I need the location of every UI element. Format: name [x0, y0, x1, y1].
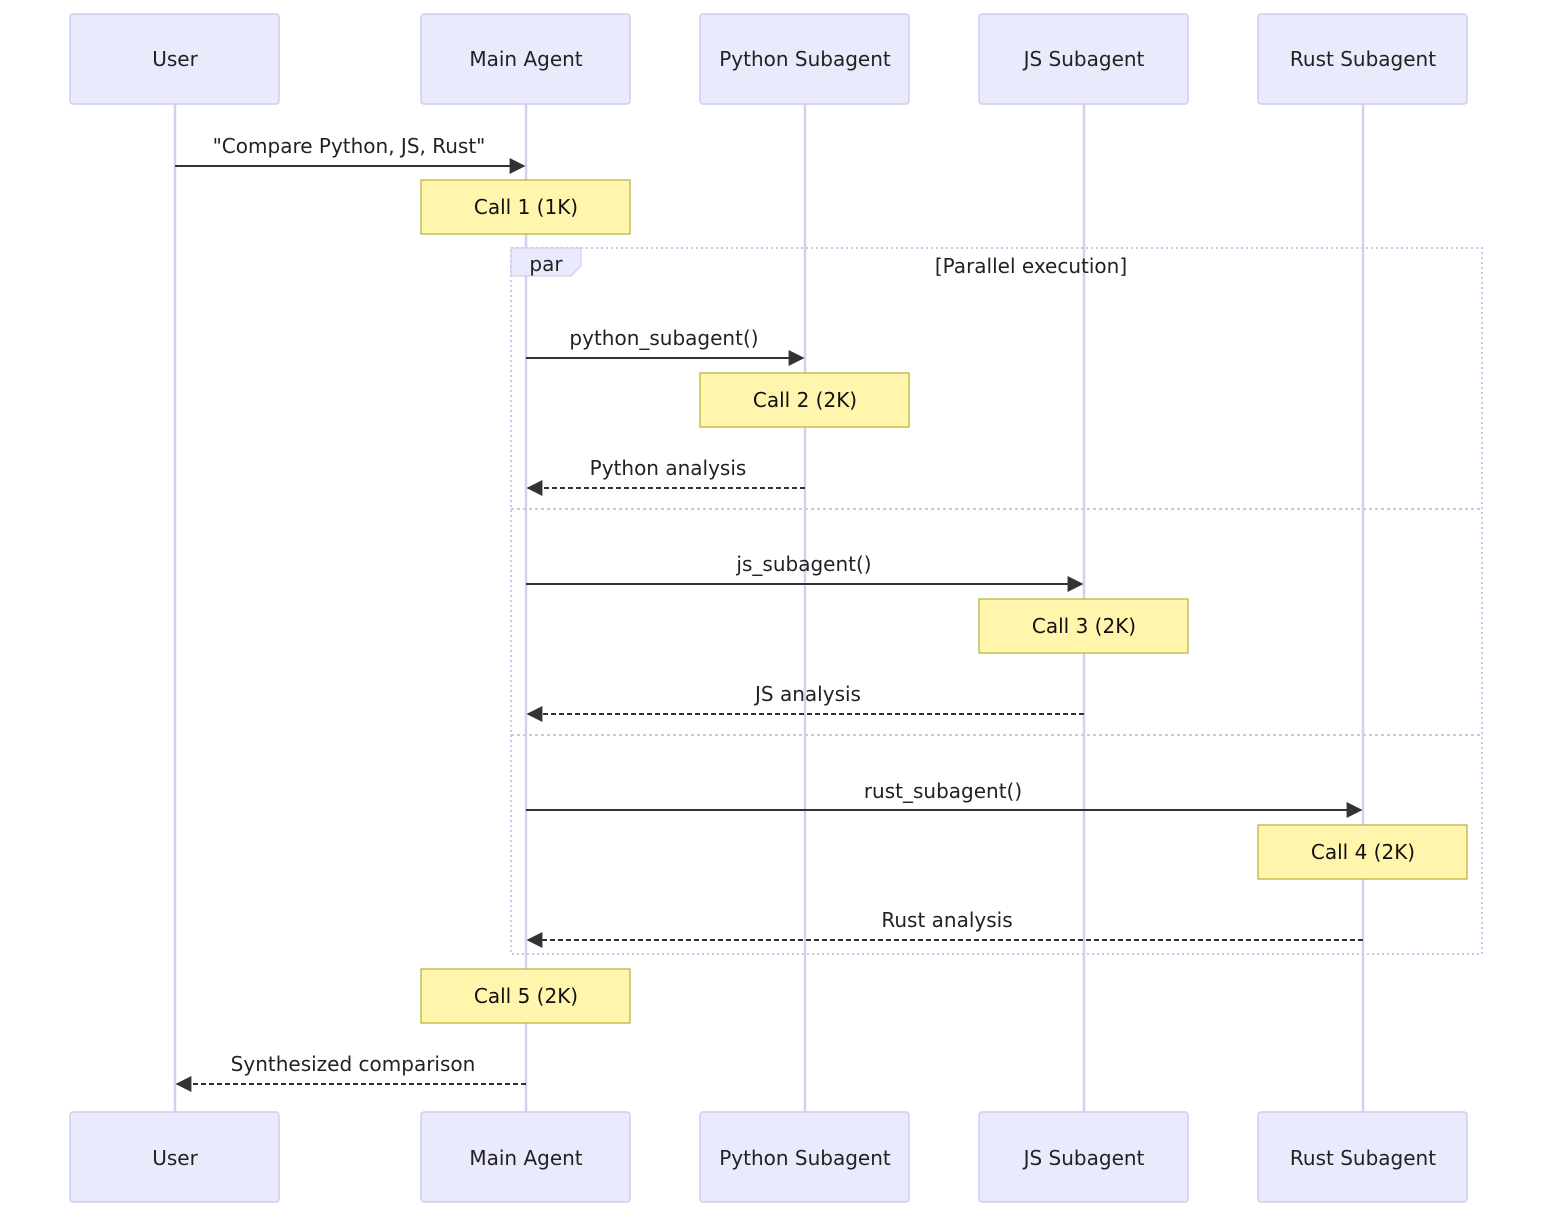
actor-rust-subagent-bottom: Rust Subagent	[1257, 1111, 1468, 1203]
message-label: "Compare Python, JS, Rust"	[213, 134, 486, 158]
par-keyword: par	[529, 252, 563, 276]
actor-python-subagent-bottom: Python Subagent	[699, 1111, 910, 1203]
actor-label: Python Subagent	[719, 47, 891, 71]
actor-label: JS Subagent	[1022, 47, 1145, 71]
actor-label: Rust Subagent	[1290, 47, 1436, 71]
message-label: python_subagent()	[569, 326, 758, 350]
actor-js-subagent-top: JS Subagent	[978, 13, 1189, 105]
message-label: JS analysis	[753, 682, 861, 706]
message-label: Python analysis	[590, 456, 747, 480]
actor-label: JS Subagent	[1022, 1146, 1145, 1170]
actor-main-agent-top: Main Agent	[420, 13, 631, 105]
message-rust-subagent-call: rust_subagent()	[526, 779, 1363, 818]
message-compare-request: "Compare Python, JS, Rust"	[175, 134, 526, 174]
note-label: Call 4 (2K)	[1311, 840, 1415, 864]
message-synthesized-comparison: Synthesized comparison	[175, 1052, 526, 1092]
actor-label: User	[152, 1146, 198, 1170]
note-call-1: Call 1 (1K)	[420, 179, 631, 235]
actor-label: Rust Subagent	[1290, 1146, 1436, 1170]
par-block: par [Parallel execution]	[510, 247, 1483, 955]
actor-label: Python Subagent	[719, 1146, 891, 1170]
par-label: [Parallel execution]	[935, 254, 1127, 278]
actor-python-subagent-top: Python Subagent	[699, 13, 910, 105]
message-js-subagent-call: js_subagent()	[526, 552, 1084, 592]
note-label: Call 2 (2K)	[753, 388, 857, 412]
note-label: Call 1 (1K)	[474, 195, 578, 219]
note-call-4: Call 4 (2K)	[1257, 824, 1468, 880]
message-python-analysis: Python analysis	[526, 456, 805, 496]
actor-main-agent-bottom: Main Agent	[420, 1111, 631, 1203]
message-label: Synthesized comparison	[231, 1052, 476, 1076]
message-python-subagent-call: python_subagent()	[526, 326, 805, 366]
note-call-3: Call 3 (2K)	[978, 598, 1189, 654]
actor-user-top: User	[69, 13, 280, 105]
actor-label: Main Agent	[469, 1146, 582, 1170]
actor-user-bottom: User	[69, 1111, 280, 1203]
message-label: js_subagent()	[735, 552, 871, 576]
actor-label: User	[152, 47, 198, 71]
note-call-5: Call 5 (2K)	[420, 968, 631, 1024]
actor-js-subagent-bottom: JS Subagent	[978, 1111, 1189, 1203]
note-call-2: Call 2 (2K)	[699, 372, 910, 428]
message-label: rust_subagent()	[864, 779, 1022, 803]
message-js-analysis: JS analysis	[526, 682, 1084, 722]
note-label: Call 3 (2K)	[1032, 614, 1136, 638]
message-label: Rust analysis	[881, 908, 1012, 932]
message-rust-analysis: Rust analysis	[526, 908, 1363, 948]
actor-rust-subagent-top: Rust Subagent	[1257, 13, 1468, 105]
actor-label: Main Agent	[469, 47, 582, 71]
par-label-box	[510, 247, 582, 277]
note-label: Call 5 (2K)	[474, 984, 578, 1008]
